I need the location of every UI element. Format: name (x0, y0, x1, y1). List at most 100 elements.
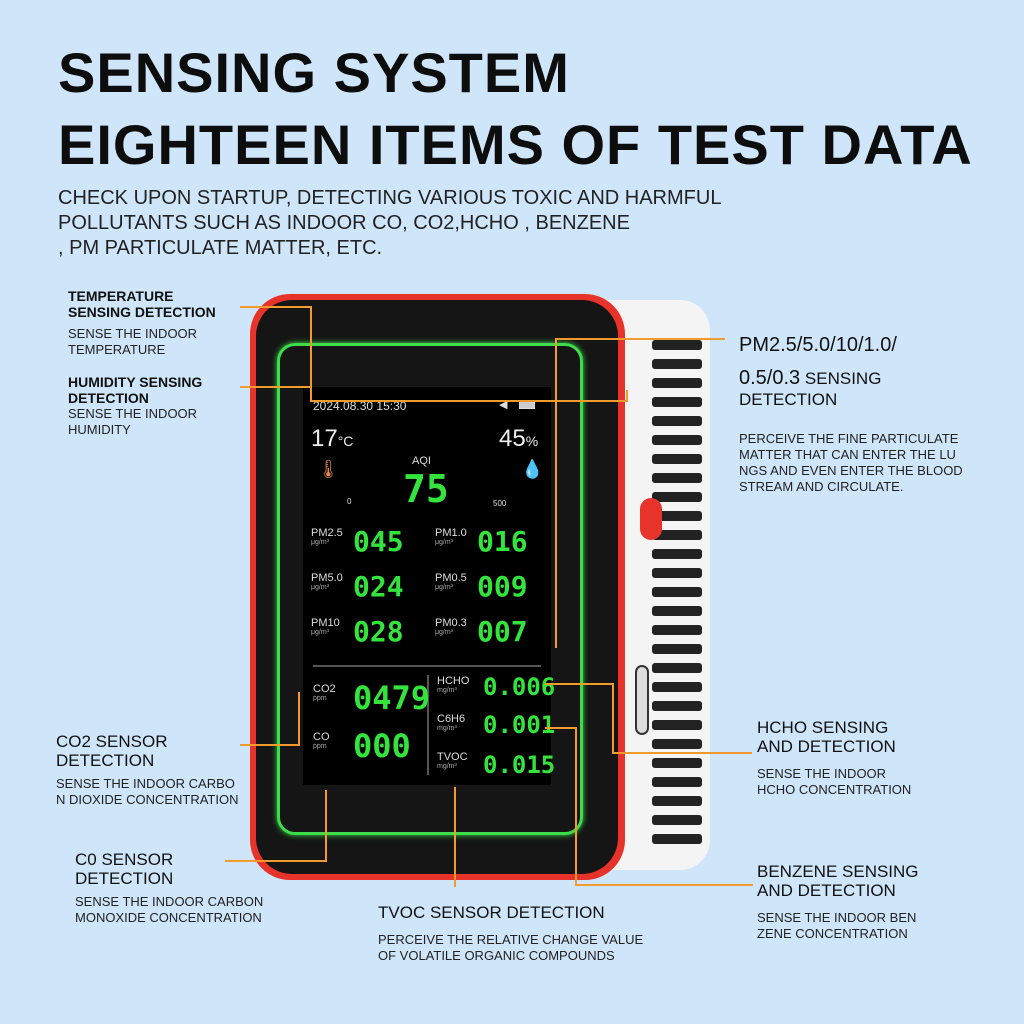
callout-desc: SENSE THE INDOOR HCHO CONCENTRATION (757, 766, 912, 797)
intro-text: CHECK UPON STARTUP, DETECTING VARIOUS TO… (58, 186, 758, 261)
aqi-label: AQI (412, 455, 431, 467)
callout-title: HUMIDITY SENSING DETECTION (68, 374, 203, 406)
callout-co2: CO2 SENSOR DETECTION SENSE THE INDOOR CAR… (56, 732, 246, 808)
callout-title: C0 SENSOR DETECTION (75, 850, 174, 888)
divider (427, 675, 429, 775)
water-drop-icon: 💧 (521, 459, 544, 479)
callout-title: TEMPERATURE SENSING DETECTION (68, 288, 216, 320)
pm-unit: μg/m³ (435, 539, 454, 546)
tvoc-value: 0.015 (483, 751, 556, 779)
hcho-unit: mg/m³ (437, 687, 457, 694)
callout-desc: SENSE THE INDOOR HUMIDITY (68, 406, 198, 437)
thermometer-icon: 🌡 (317, 459, 340, 479)
callout-co: C0 SENSOR DETECTION SENSE THE INDOOR CARB… (75, 850, 275, 926)
leader-line (545, 683, 613, 685)
callout-hcho: HCHO SENSING AND DETECTION SENSE THE INDO… (757, 718, 927, 798)
vent-slot (652, 416, 702, 426)
datetime: 2024.08.30 15:30 (313, 399, 407, 413)
pm-unit: μg/m³ (435, 629, 454, 636)
co2-value: 0479 (353, 679, 431, 717)
callout-title: HCHO SENSING AND DETECTION (757, 718, 896, 756)
vent-slot (652, 796, 702, 806)
c6h6-unit: mg/m³ (437, 725, 457, 732)
vent-slot (652, 625, 702, 635)
callout-title: SENSING (800, 369, 882, 388)
vent-slot (652, 473, 702, 483)
pm-label: PM0.3 (435, 617, 467, 629)
intro-line: POLLUTANTS SUCH AS INDOOR CO, CO2,HCHO ,… (58, 212, 630, 234)
headline-2: EIGHTEEN ITEMS OF TEST DATA (58, 113, 973, 176)
divider (313, 665, 541, 667)
vent-slot (652, 644, 702, 654)
aqi-min: 0 (347, 497, 352, 506)
vent-slot (652, 720, 702, 730)
pm-unit: μg/m³ (311, 584, 330, 591)
callout-title: DETECTION (739, 390, 838, 409)
battery-icon (519, 401, 535, 409)
tvoc-label: TVOC (437, 751, 468, 763)
aqi-value: 75 (403, 467, 449, 511)
leader-line (240, 744, 300, 746)
vent-slot (652, 511, 702, 521)
co2-label: CO2 (313, 683, 336, 695)
callout-title: BENZENE SENSING AND DETECTION (757, 862, 919, 900)
c6h6-label: C6H6 (437, 713, 466, 725)
callout-desc: SENSE THE INDOOR CARBO N DIOXIDE CONCENT… (56, 776, 239, 807)
callout-benzene: BENZENE SENSING AND DETECTION SENSE THE I… (757, 862, 937, 942)
humidity-value: 45% (499, 425, 538, 453)
vent-slot (652, 758, 702, 768)
vent-slot (652, 663, 702, 673)
power-button[interactable] (640, 498, 662, 540)
pm-label: PM10 (311, 617, 340, 629)
vent-slot (652, 397, 702, 407)
temperature-value: 17°C (311, 425, 353, 453)
leader-line (310, 306, 312, 402)
co-label: CO (313, 731, 330, 743)
hcho-label: HCHO (437, 675, 470, 687)
c6h6-value: 0.001 (483, 711, 556, 739)
pm-value: 007 (477, 615, 528, 648)
vent-slot (652, 378, 702, 388)
usb-c-port (635, 665, 649, 735)
vent-slot (652, 815, 702, 825)
co-value: 000 (353, 727, 411, 765)
callout-desc: SENSE THE INDOOR CARBON MONOXIDE CONCENT… (75, 894, 264, 925)
tvoc-unit: mg/m³ (437, 763, 457, 770)
temperature: 17 (311, 425, 338, 452)
pm-value: 016 (477, 525, 528, 558)
vent-slot (652, 834, 702, 844)
leader-line (555, 338, 557, 648)
co2-unit: ppm (313, 695, 327, 702)
leader-line (312, 400, 628, 402)
callout-tvoc: TVOC SENSOR DETECTION PERCEIVE THE RELATI… (378, 903, 668, 964)
humidity: 45 (499, 425, 526, 452)
pm-unit: μg/m³ (311, 539, 330, 546)
leader-line (545, 727, 577, 729)
leader-line (612, 752, 752, 754)
callout-title: TVOC SENSOR DETECTION (378, 903, 605, 922)
vent-slot (652, 454, 702, 464)
leader-line (575, 727, 577, 885)
speaker-icon: ◀ (499, 399, 508, 411)
callout-desc: SENSE THE INDOOR BEN ZENE CONCENTRATION (757, 910, 917, 941)
hcho-value: 0.006 (483, 673, 556, 701)
pm-label: PM0.5 (435, 572, 467, 584)
pm-label: PM1.0 (435, 527, 467, 539)
vent-slot (652, 777, 702, 787)
callout-desc: PERCEIVE THE RELATIVE CHANGE VALUE OF VO… (378, 932, 644, 963)
vent-slot (652, 701, 702, 711)
intro-line: CHECK UPON STARTUP, DETECTING VARIOUS TO… (58, 187, 722, 209)
callout-title: 0.5/0.3 (739, 367, 801, 389)
callout-title: CO2 SENSOR DETECTION (56, 732, 168, 770)
